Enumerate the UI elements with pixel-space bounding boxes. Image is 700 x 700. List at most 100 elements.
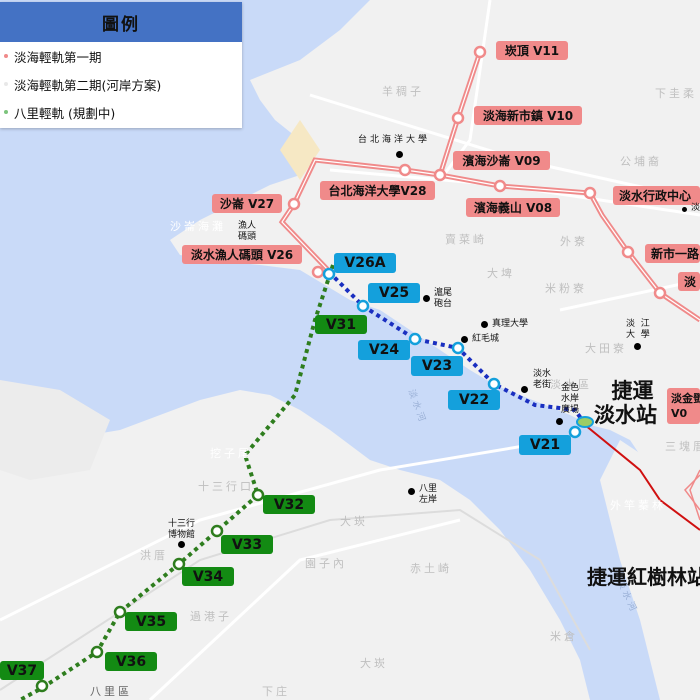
poi-dot-fort-santo-domingo: [461, 336, 468, 343]
legend-item-bali: 八里輕軌 (規劃中): [0, 98, 242, 126]
poi-fort-santo-domingo: 紅毛城: [472, 334, 500, 344]
station-label-v34[interactable]: V34: [182, 567, 234, 586]
station-label-v37[interactable]: V37: [0, 661, 44, 680]
station-label-v27[interactable]: 沙崙 V27: [212, 194, 282, 213]
place-yuanzinei: 園子內: [305, 557, 347, 570]
place-micang: 米倉: [550, 630, 578, 643]
poi-tamkang-line1: 淡 江: [626, 319, 650, 330]
place-mifenliao: 米粉寮: [545, 282, 587, 295]
mrt-tamsui-line2: 淡水站: [594, 403, 657, 427]
poi-golden-riverside-line2: 水岸: [561, 394, 580, 404]
place-datianliao: 大田寮: [585, 342, 627, 355]
poi-golden-riverside-line1: 金色: [561, 383, 580, 393]
phase1-branch-east: [684, 469, 700, 521]
place-dapi: 大埤: [487, 267, 515, 280]
poi-dot-east-edge: [682, 207, 687, 212]
station-label-v26[interactable]: 淡水漁人碼頭 V26: [182, 245, 302, 264]
station-label-v09[interactable]: 濱海沙崙 V09: [453, 151, 550, 170]
poi-bali-left-bank-line1: 八里: [419, 484, 438, 494]
station-label-v08[interactable]: 濱海義山 V08: [466, 198, 560, 217]
poi-tamkang-c1: 淡: [626, 319, 636, 329]
poi-bali-left-bank: 八里 左岸: [419, 484, 437, 506]
poi-golden-riverside-line3: 廣場: [561, 405, 580, 415]
poi-dot-aletheia: [481, 321, 488, 328]
legend-item-phase2: 淡海輕軌第二期(河岸方案): [0, 70, 242, 98]
bali-line: [19, 264, 335, 700]
place-outer-ganzhenlin: 外竿蓁林: [610, 499, 666, 512]
mrt-tamsui-marker: [576, 416, 594, 428]
station-label-v26a[interactable]: V26A: [334, 253, 396, 273]
poi-tamkang-line2: 大 學: [626, 330, 650, 341]
poi-shihsanhang-line1: 十三行: [168, 519, 196, 529]
place-bali-district: 八里區: [90, 685, 132, 698]
place-hongcuo: 十三行口: [198, 480, 254, 493]
station-label-v23[interactable]: V23: [411, 356, 463, 376]
station-label-xinshi-1st-rd[interactable]: 新市一路: [645, 244, 700, 263]
station-label-v28[interactable]: 台北海洋大學V28: [320, 181, 435, 200]
poi-old-street-line2: 老街: [533, 380, 552, 390]
poi-dot-hobe-fort: [423, 295, 430, 302]
bali-station-circles: [35, 488, 265, 693]
place-shalun-beach: 沙崙海灘: [170, 220, 226, 233]
poi-shihsanhang-line2: 博物館: [168, 530, 196, 540]
place-gongpu: 公埔裔: [620, 155, 662, 168]
station-label-v21[interactable]: V21: [519, 435, 571, 455]
station-label-tamjin-line2: V0: [671, 407, 688, 420]
mrt-tamsui-line1: 捷運: [611, 379, 654, 403]
mrt-tamsui-station-label[interactable]: 捷運 淡水站: [594, 379, 657, 427]
poi-hobe-fort-line2: 砲台: [434, 299, 453, 309]
place-sankuaicuo: 三塊厝: [665, 440, 700, 453]
station-label-v10[interactable]: 淡海新市鎮 V10: [474, 106, 582, 125]
poi-aletheia: 真理大學: [492, 319, 529, 329]
place-dakan: 大崁: [340, 515, 368, 528]
place-dinggu: 洪厝: [140, 549, 168, 562]
place-maicaiqi: 賣菜崎: [445, 233, 487, 246]
poi-dot-bali-left-bank: [408, 488, 415, 495]
land-bali-coast: [240, 420, 590, 700]
poi-fishermans-wharf: 漁人 碼頭: [238, 221, 256, 243]
mrt-hongshulin-station-label[interactable]: 捷運紅樹林站: [587, 565, 700, 589]
station-label-admin-center[interactable]: 淡水行政中心: [613, 186, 700, 205]
poi-dot-golden-riverside: [556, 418, 563, 425]
place-yangchouzi: 羊稠子: [382, 85, 424, 98]
legend-label-phase2: 淡海輕軌第二期(河岸方案): [14, 77, 162, 93]
place-xiaguirou: 下圭柔: [655, 87, 697, 100]
poi-bali-left-bank-line2: 左岸: [419, 495, 438, 505]
legend-label-bali: 八里輕軌 (規劃中): [14, 105, 116, 121]
station-label-v35[interactable]: V35: [125, 612, 177, 631]
poi-dot-old-street: [521, 386, 528, 393]
place-daguanzhui: 大崁: [360, 657, 388, 670]
mrt-red-line: [584, 424, 700, 531]
poi-shihsanhang-museum: 十三行 博物館: [168, 519, 195, 541]
poi-old-street: 淡水 老街: [533, 369, 551, 391]
poi-dot-tamkang: [634, 343, 641, 350]
legend-label-phase1: 淡海輕軌第一期: [14, 49, 102, 65]
place-guogangzi: 過港子: [190, 610, 232, 623]
station-label-v25[interactable]: V25: [368, 283, 420, 303]
poi-ntou: 台北海洋大學: [358, 135, 431, 145]
place-xiazhuang: 下庄: [262, 685, 290, 698]
phase2-line: [327, 270, 587, 426]
station-label-tamjin[interactable]: 淡金鄧 V0: [667, 388, 700, 424]
poi-hobe-fort: 滬尾 砲台: [434, 288, 452, 310]
poi-east-edge: 淡: [691, 203, 700, 213]
poi-fishermans-wharf-line1: 漁人: [238, 221, 257, 231]
station-label-v32[interactable]: V32: [263, 495, 315, 514]
station-label-v36[interactable]: V36: [105, 652, 157, 671]
station-label-v24[interactable]: V24: [358, 340, 410, 360]
legend-swatch-bali: [4, 110, 8, 114]
station-label-v31[interactable]: V31: [315, 315, 367, 334]
poi-tamkang: 淡 江 大 學: [626, 319, 650, 341]
place-tamsui-district: 淡水區: [550, 378, 592, 391]
poi-tamkang-c4: 學: [640, 330, 650, 340]
station-label-v11[interactable]: 崁頂 V11: [496, 41, 568, 60]
poi-tamkang-c2: 江: [640, 319, 650, 329]
poi-old-street-line1: 淡水: [533, 369, 552, 379]
legend-swatch-phase2: [4, 82, 8, 86]
station-label-v22[interactable]: V22: [448, 390, 500, 410]
legend-item-phase1: 淡海輕軌第一期: [0, 42, 242, 70]
station-label-tamsui-partial[interactable]: 淡: [678, 272, 700, 291]
station-label-v33[interactable]: V33: [221, 535, 273, 554]
land-hongshulin: [600, 440, 700, 700]
station-label-tamjin-line1: 淡金鄧: [671, 392, 700, 405]
